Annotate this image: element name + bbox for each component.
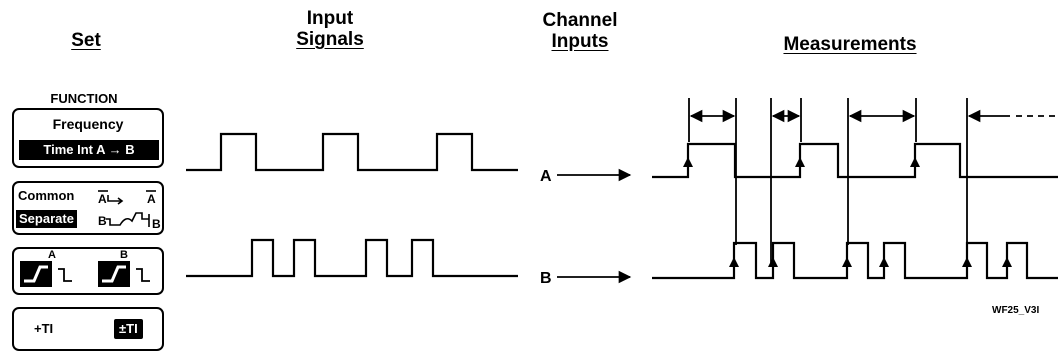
slope-a-label: A (48, 249, 56, 261)
header-channel-inputs: Channel Inputs (525, 10, 635, 52)
plus-ti-button[interactable]: +TI (34, 321, 54, 336)
input-signal-b (186, 238, 518, 278)
coupling-box: Common Separate A A B B (12, 181, 164, 235)
trigger-marker-b2 (768, 257, 778, 267)
trigger-marker-a1 (683, 157, 693, 167)
trigger-marker-b3 (842, 257, 852, 267)
trigger-markers-a (683, 157, 920, 167)
plus-minus-ti-button[interactable]: ±TI (114, 319, 143, 339)
measured-signal-b (652, 241, 1058, 280)
separate-b1-label: B (98, 214, 107, 228)
channel-b-label: B (540, 270, 552, 287)
time-interval-button[interactable]: Time Int A → B (19, 140, 159, 160)
separate-button[interactable]: Separate (16, 210, 77, 228)
separate-b2-label: B (152, 217, 161, 231)
trigger-marker-b5 (962, 257, 972, 267)
reference-lines (688, 98, 968, 265)
slope-b-falling-icon (136, 268, 150, 282)
trigger-marker-b6 (1002, 257, 1012, 267)
function-box: Frequency Time Int A → B (12, 108, 164, 168)
common-a1-label: A (98, 192, 107, 206)
separate-coupling-icon (106, 212, 150, 227)
header-channel-line1: Channel (542, 10, 618, 31)
header-input-line1: Input (306, 8, 354, 29)
header-input-line2: Signals (296, 29, 364, 50)
trigger-marker-a2 (795, 157, 805, 167)
header-measurements-label: Measurements (783, 34, 917, 55)
header-measurements: Measurements (760, 34, 940, 55)
header-set-label: Set (71, 30, 101, 51)
slope-b-rising-icon[interactable] (98, 261, 130, 287)
header-channel-line2: Inputs (551, 31, 609, 52)
input-signal-a (186, 132, 518, 172)
slope-a-falling-icon (58, 268, 72, 282)
frequency-button[interactable]: Frequency (52, 116, 124, 132)
coupling-icons: A A B B (98, 190, 161, 231)
trigger-markers-b (729, 257, 1012, 267)
figure-id: WF25_V3I (992, 305, 1039, 316)
trigger-marker-b4 (879, 257, 889, 267)
trigger-marker-b1 (729, 257, 739, 267)
common-coupling-icon (98, 190, 156, 205)
slope-a-rising-icon[interactable] (20, 261, 52, 287)
common-a2-label: A (147, 192, 156, 206)
measured-signal-a (652, 142, 1058, 179)
slope-b-label: B (120, 249, 128, 261)
ti-mode-box: +TI ±TI (12, 307, 164, 351)
slope-icons (20, 261, 150, 287)
header-set: Set (56, 30, 116, 51)
trigger-marker-a3 (910, 157, 920, 167)
channel-a-label: A (540, 168, 552, 185)
function-title: FUNCTION (50, 91, 118, 106)
common-button[interactable]: Common (18, 188, 75, 203)
slope-box: A B (12, 247, 164, 295)
header-input-signals: Input Signals (270, 8, 390, 50)
